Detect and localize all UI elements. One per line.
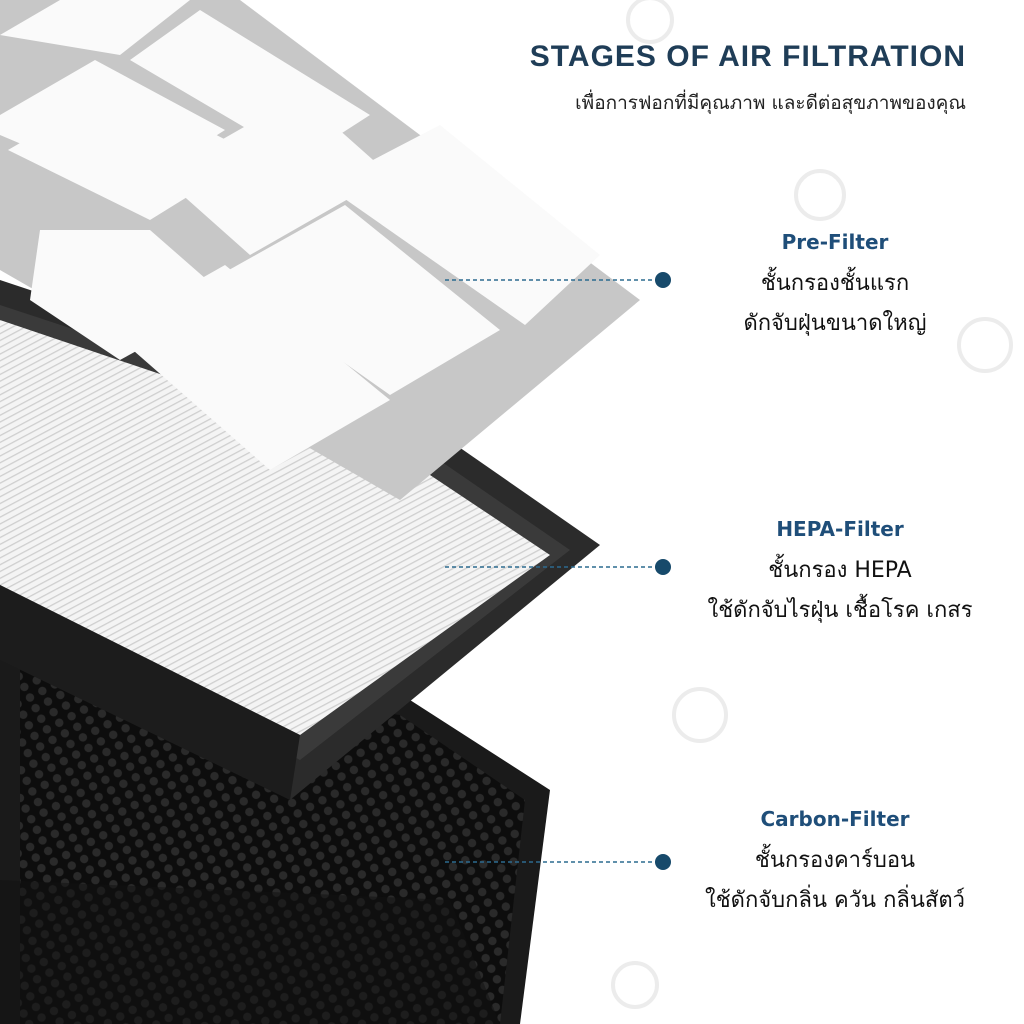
leader-lines [445,272,671,870]
stage-description-line: ชั้นกรองคาร์บอน [754,848,916,873]
stage-name: Carbon-Filter [760,807,910,831]
hepa-filter-dot [655,559,671,575]
stage-description-line: ชั้นกรองชั้นแรก [760,271,910,296]
page-title: STAGES OF AIR FILTRATION [529,40,966,73]
stage-description-line: ชั้นกรอง HEPA [768,558,912,583]
hepa-filter-layer [0,280,600,800]
stage-name: HEPA-Filter [776,517,904,541]
stage-name: Pre-Filter [781,230,889,254]
stage-description-line: ใช้ดักจับไรฝุ่น เชื้อโรค เกสร [707,598,973,623]
stage-description-line: ใช้ดักจับกลิ่น ควัน กลิ่นสัตว์ [705,888,965,913]
stage-description-line: ดักจับฝุ่นขนาดใหญ่ [743,311,927,336]
carbon-filter-dot [655,854,671,870]
page-subtitle: เพื่อการฟอกที่มีคุณภาพ และดีต่อสุขภาพของ… [575,92,966,114]
stage-carbon-filter: Carbon-Filter ชั้นกรองคาร์บอน ใช้ดักจับก… [670,807,1000,921]
carbon-filter-layer [0,640,550,1024]
pre-filter-dot [655,272,671,288]
pre-filter-layer [0,0,640,500]
stage-hepa-filter: HEPA-Filter ชั้นกรอง HEPA ใช้ดักจับไรฝุ่… [680,517,1000,631]
stage-pre-filter: Pre-Filter ชั้นกรองชั้นแรก ดักจับฝุ่นขนา… [690,230,980,344]
